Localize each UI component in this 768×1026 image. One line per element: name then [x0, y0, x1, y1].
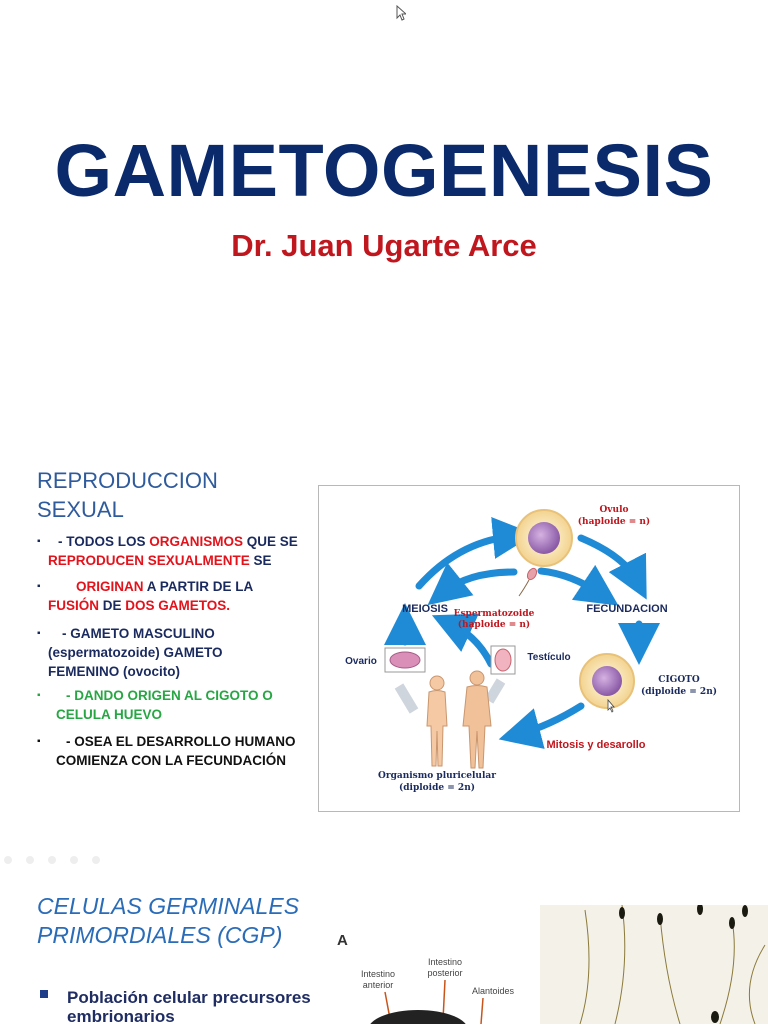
panel-label: A — [337, 932, 348, 949]
arrow-sperm-to-fecundacion — [537, 564, 619, 606]
embryo-figure: A Intestino anterior Intestino posterior… — [337, 932, 515, 1024]
meiosis-label: MEIOSIS — [402, 603, 448, 615]
bullet-item: ORIGINAN A PARTIR DE LA FUSIÓN DE DOS GA… — [48, 577, 318, 615]
bullet-text: Población celular precursores embrionari… — [67, 988, 311, 1026]
bullet-item: - GAMETO MASCULINO (espermatozoide) GAME… — [48, 624, 318, 681]
bullet-marker — [40, 990, 48, 998]
slide-separator — [4, 856, 100, 864]
bullet-highlight: REPRODUCEN SEXUALMENTE — [48, 553, 250, 568]
heading-line: SEXUAL — [37, 497, 124, 522]
cycle-arrows — [384, 516, 660, 749]
bullet-item: - TODOS LOS ORGANISMOS QUE SE REPRODUCEN… — [48, 532, 318, 570]
ovario-label: Ovario — [345, 656, 377, 667]
bullet-highlight: ORGANISMOS — [149, 534, 244, 549]
ovulo-sublabel: (haploide = n) — [578, 516, 650, 527]
cigoto-label: CIGOTO — [658, 675, 700, 685]
cycle-diagram: Ovulo (haploide = n) Espermatozoide (hap… — [345, 505, 717, 793]
bullet-item: - OSEA EL DESARROLLO HUMANO COMIENZA CON… — [56, 732, 318, 770]
heading-line: CELULAS GERMINALES — [37, 893, 300, 919]
heading-line: REPRODUCCION — [37, 468, 218, 493]
reproduction-cycle-figure: Ovulo (haploide = n) Espermatozoide (hap… — [318, 485, 740, 812]
bullet-text: - GAMETO MASCULINO — [62, 626, 215, 641]
bullet-text: (espermatozoide) GAMETO — [48, 645, 223, 660]
espermatozoide-label: Espermatozoide — [454, 609, 535, 619]
ovario-shape — [389, 651, 421, 669]
intestino-anterior-label: anterior — [363, 980, 394, 990]
grey-arrow-right — [484, 678, 506, 704]
section-heading: REPRODUCCION SEXUAL — [37, 466, 297, 524]
arrow-cigoto-to-organismo — [498, 702, 585, 749]
bullet-marker: ▪ — [37, 690, 41, 701]
intestino-posterior-label: posterior — [427, 968, 462, 978]
testiculo-label: Testículo — [527, 652, 570, 663]
arrow-ovulo-to-fecundacion — [577, 534, 647, 600]
bullet-marker: ▪ — [37, 536, 41, 547]
intestino-posterior-label: Intestino — [428, 957, 462, 967]
heading-line: PRIMORDIALES (CGP) — [37, 922, 283, 948]
bullet-text: - TODOS LOS — [58, 534, 150, 549]
bullet-text: - OSEA EL DESARROLLO HUMANO — [66, 734, 296, 749]
bullet-highlight: DOS GAMETOS. — [125, 598, 231, 613]
alantoides-label: Alantoides — [472, 986, 515, 996]
bullet-text: FEMENINO (ovocito) — [48, 664, 180, 679]
bullet-highlight: FUSIÓN — [48, 598, 100, 613]
mouse-cursor-icon — [396, 5, 406, 21]
mouse-cursor-icon — [607, 698, 615, 713]
ovulo-cell — [515, 509, 573, 567]
sperm-cell — [518, 567, 538, 597]
male-figure — [462, 670, 492, 769]
arrow-meiosis-to-sperm — [427, 562, 518, 606]
fecundacion-label: FECUNDACION — [586, 603, 667, 615]
cigoto-sublabel: (diploide = 2n) — [641, 686, 717, 697]
bullet-item: - DANDO ORIGEN AL CIGOTO O CELULA HUEVO — [56, 686, 318, 724]
title-slide: GAMETOGENESIS Dr. Juan Ugarte Arce — [0, 0, 768, 440]
sperm-micrograph — [540, 905, 768, 1024]
organismo-label: Organismo pluricelular — [378, 771, 496, 781]
bullet-text: SE — [249, 553, 272, 568]
organismo-sublabel: (diploide = 2n) — [399, 782, 475, 793]
testiculo-shape — [494, 648, 512, 672]
section-heading: CELULAS GERMINALES PRIMORDIALES (CGP) — [37, 892, 337, 950]
author-name: Dr. Juan Ugarte Arce — [231, 228, 537, 263]
intestino-anterior-label: Intestino — [361, 969, 395, 979]
bullet-marker: ▪ — [37, 581, 41, 592]
bullet-marker: ▪ — [37, 628, 41, 639]
bullet-text: A PARTIR DE LA — [143, 579, 254, 594]
ovulo-label: Ovulo — [599, 505, 628, 515]
grey-arrow-left — [394, 683, 419, 714]
bullet-text: CELULA HUEVO — [56, 707, 163, 722]
bullet-text: QUE SE — [243, 534, 298, 549]
bullet-text: COMIENZA CON LA FECUNDACIÓN — [56, 753, 286, 768]
cigoto-cell — [579, 653, 635, 709]
bullet-text: - DANDO ORIGEN AL CIGOTO O — [66, 688, 273, 703]
mitosis-label: Mitosis y desarollo — [546, 739, 645, 751]
bullet-text: DE — [99, 598, 126, 613]
bullet-highlight: ORIGINAN — [76, 579, 144, 594]
bullet-marker: ▪ — [37, 736, 41, 747]
female-figure — [426, 675, 448, 767]
arrow-testiculo-to-meiosis — [431, 613, 495, 668]
main-title: GAMETOGENESIS — [54, 129, 714, 212]
espermatozoide-sublabel: (haploide = n) — [458, 619, 530, 630]
